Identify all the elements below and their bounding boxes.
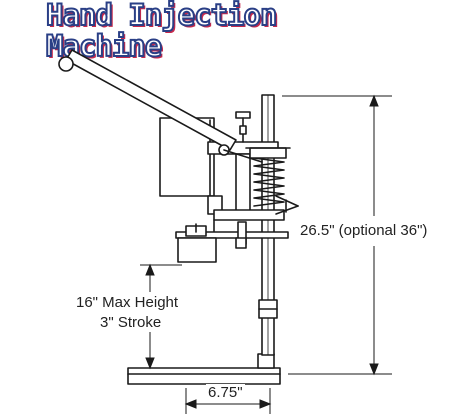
- base-width-dimension-line: [184, 388, 272, 414]
- spring: [245, 147, 291, 207]
- column: [258, 94, 278, 356]
- title-line-1: Hand Injection: [45, 0, 278, 32]
- lever-handle[interactable]: [58, 49, 263, 163]
- max-height-dimension-line: [140, 263, 182, 370]
- stop-knob: [235, 111, 251, 143]
- height-dimension-label: 26.5" (optional 36"): [300, 222, 428, 239]
- page-title: Hand Injection Machine: [45, 0, 278, 63]
- stroke-label: 3" Stroke: [100, 314, 162, 331]
- base-width-label: 6.75": [206, 384, 245, 402]
- side-bracket: [275, 195, 299, 215]
- height-dimension-line: [282, 94, 392, 376]
- max-height-label: 16" Max Height: [76, 294, 179, 311]
- nozzle-block: [177, 223, 217, 263]
